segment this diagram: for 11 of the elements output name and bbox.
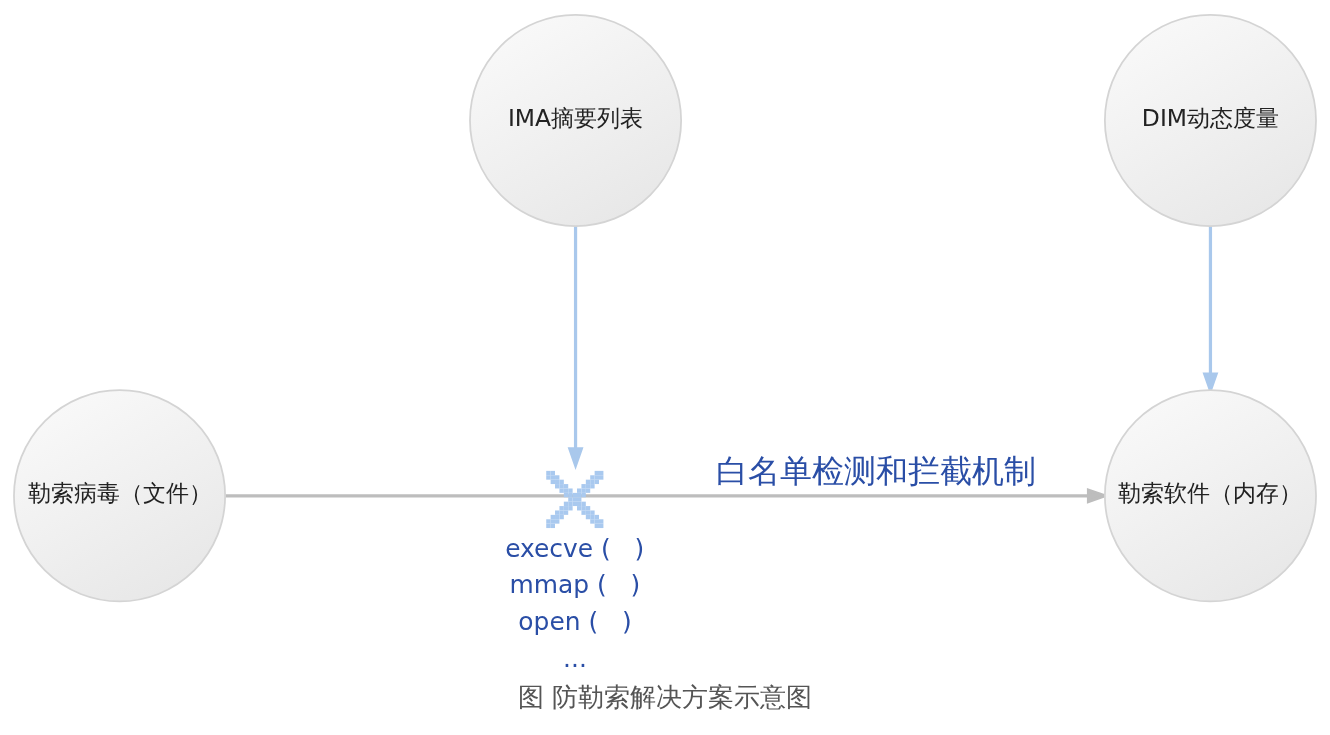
caption: 图 防勒索解决方案示意图 [517,682,813,713]
edge-label: 白名单检测和拦截机制 [716,452,1037,491]
node-circle: IMA摘要列表 [469,14,682,227]
node-label: open ( ) [518,607,632,637]
node-label: execve ( ) [505,533,645,563]
node-circle: 勒索病毒（文件） [13,389,226,603]
node-label: mmap ( ) [509,570,641,600]
arrow [567,226,584,470]
node-circle: DIM动态度量 [1104,14,1317,227]
node-circle: 勒索软件（内存） [1104,389,1317,603]
node-label: ... [563,643,587,673]
